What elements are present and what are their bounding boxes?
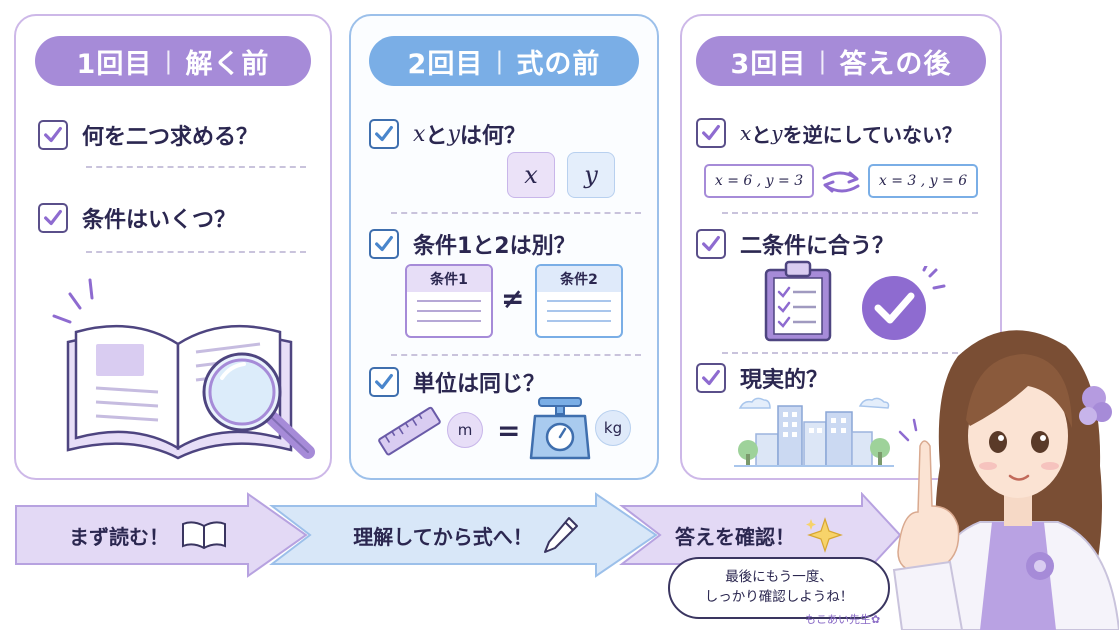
checkbox-icon — [38, 203, 68, 233]
step-verify: 答えを確認！ — [650, 506, 870, 564]
unit-badge-m: m — [447, 412, 483, 448]
speech-bubble: 最後にもう一度、 しっかり確認しようね！ — [668, 557, 890, 619]
variable-x: x — [413, 121, 426, 147]
checklist-item: 二条件に合う？ — [696, 228, 894, 260]
checklist-item: 現実的？ — [696, 362, 828, 394]
bubble-line-2: しっかり確認しようね！ — [704, 589, 854, 605]
item-label: 単位は同じ？ — [413, 372, 546, 397]
checkbox-icon — [369, 367, 399, 397]
step-arrows — [15, 492, 902, 578]
panel-heading: 2回目 | 式の前 — [369, 36, 639, 86]
condition-box-1: 条件1 — [405, 264, 493, 338]
sparkle-icon — [806, 517, 843, 553]
signature: もこあい先生✿ — [805, 613, 881, 626]
text-line — [547, 320, 611, 322]
checkbox-icon — [38, 120, 68, 150]
heading-number: 3回目 — [730, 48, 807, 80]
heading-separator: | — [818, 47, 828, 75]
divider — [391, 212, 641, 214]
answer-box-b: x = 3 , y = 6 — [868, 164, 978, 198]
variable-x: x — [740, 121, 752, 145]
condition-label: 条件1 — [407, 266, 491, 292]
heading-text: 解く前 — [185, 48, 270, 80]
panel-first-pass: 1回目 | 解く前 何を二つ求める？ 条件はいくつ？ — [14, 14, 332, 480]
checkbox-icon — [369, 119, 399, 149]
divider — [391, 354, 641, 356]
panel-second-pass: 2回目 | 式の前 x と y は何？ x y 条件1と2は別？ 条件1 ≠ 条… — [349, 14, 659, 480]
equals-sign: = — [497, 414, 521, 447]
heading-number: 1回目 — [76, 48, 153, 80]
item-label: 何を二つ求める？ — [82, 125, 259, 150]
unit-badge-kg: kg — [595, 410, 631, 446]
city-icon — [734, 397, 894, 467]
scale-icon — [529, 397, 591, 460]
not-equal-sign: ≠ — [501, 282, 525, 315]
heading-text: 式の前 — [516, 48, 601, 80]
check-circle-icon — [862, 266, 946, 340]
checklist-item: 何を二つ求める？ — [38, 119, 258, 151]
step-read: まず読む！ — [48, 506, 248, 564]
item-label: 現実的？ — [740, 368, 829, 393]
text-line — [547, 310, 611, 312]
heading-separator: | — [164, 47, 174, 75]
checklist-item: 単位は同じ？ — [369, 366, 545, 398]
ruler-icon — [378, 406, 441, 456]
item-label: 条件1と2は別？ — [413, 234, 576, 259]
checklist-item: x と y は何？ — [369, 118, 526, 150]
panel-heading: 1回目 | 解く前 — [35, 36, 311, 86]
checklist-item: 条件1と2は別？ — [369, 228, 576, 260]
heading-separator: | — [495, 47, 505, 75]
swap-arrows-icon — [822, 171, 860, 193]
panel-third-pass: 3回目 | 答えの後 x と y を逆にしていない？ x = 6 , y = 3… — [680, 14, 1002, 480]
step-label: まず読む！ — [69, 524, 169, 549]
heading-number: 2回目 — [407, 48, 484, 80]
text-line — [417, 320, 481, 322]
variable-chip-y: y — [567, 152, 615, 198]
item-label: 二条件に合う？ — [740, 234, 895, 259]
clipboard-icon — [764, 260, 832, 342]
step-formula: 理解してから式へ！ — [326, 506, 606, 564]
divider — [722, 212, 978, 214]
variable-y: y — [447, 121, 460, 147]
step-label: 理解してから式へ！ — [353, 524, 533, 549]
checklist-item: x と y を逆にしていない？ — [696, 118, 962, 148]
checkbox-icon — [696, 118, 726, 148]
item-label-part: は何？ — [459, 124, 526, 149]
pencil-icon — [543, 517, 578, 553]
divider — [86, 251, 306, 253]
panel-heading: 3回目 | 答えの後 — [696, 36, 986, 86]
variable-chip-x: x — [507, 152, 555, 198]
book-magnifier-icon — [52, 278, 315, 460]
divider — [722, 352, 978, 354]
text-line — [417, 300, 481, 302]
answer-box-a: x = 6 , y = 3 — [704, 164, 814, 198]
item-label: 条件はいくつ？ — [82, 208, 237, 233]
item-label-part: と — [425, 124, 448, 149]
open-book-icon — [182, 521, 226, 550]
heading-text: 答えの後 — [839, 48, 952, 80]
checkbox-icon — [696, 363, 726, 393]
item-label-part: を逆にしていない？ — [782, 122, 962, 147]
condition-box-2: 条件2 — [535, 264, 623, 338]
text-line — [547, 300, 611, 302]
variable-y: y — [771, 121, 783, 145]
step-label: 答えを確認！ — [675, 524, 795, 549]
checklist-item: 条件はいくつ？ — [38, 202, 236, 234]
text-line — [417, 310, 481, 312]
bubble-line-1: 最後にもう一度、 — [725, 569, 833, 586]
divider — [86, 166, 306, 168]
item-label-part: と — [751, 122, 772, 147]
teacher-character — [892, 330, 1119, 630]
condition-label: 条件2 — [537, 266, 621, 292]
checkbox-icon — [369, 229, 399, 259]
checkbox-icon — [696, 229, 726, 259]
